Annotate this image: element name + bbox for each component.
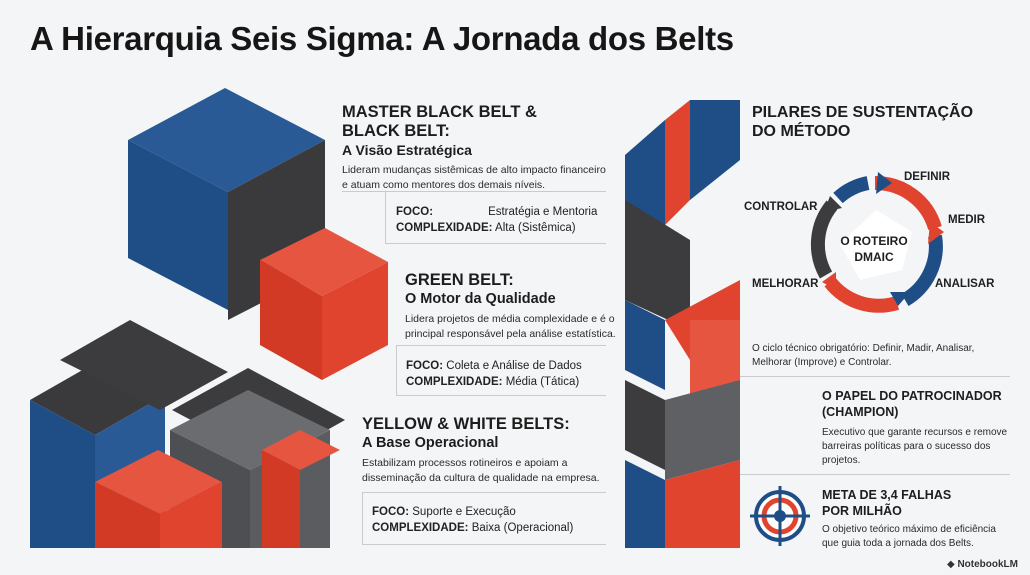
belt-description: Lideram mudanças sistêmicas de alto impa… [342, 164, 606, 191]
black-belt-block [128, 88, 325, 320]
belt-title: GREEN BELT: [405, 271, 514, 289]
champion-section: O PAPEL DO PATROCINADOR (CHAMPION) Execu… [822, 388, 1022, 468]
belt-description: Lidera projetos de média complexidade e … [405, 313, 616, 340]
belt-section-yellow-white: YELLOW & WHITE BELTS: A Base Operacional… [362, 415, 612, 486]
dmaic-step-analyze: ANALISAR [935, 278, 995, 290]
belt-section-green: GREEN BELT: O Motor da Qualidade Lidera … [405, 271, 620, 342]
belt-focus-row: FOCO: Coleta e Análise de Dados [406, 360, 582, 372]
target-icon [750, 486, 810, 546]
belt-complexity-row: COMPLEXIDADE: Baixa (Operacional) [372, 522, 574, 534]
dmaic-cycle-icon [810, 172, 944, 313]
dmaic-step-control: CONTROLAR [744, 201, 818, 213]
green-belt-block [260, 228, 388, 380]
page-title: A Hierarquia Seis Sigma: A Jornada dos B… [30, 20, 734, 57]
goal-title: META DE 3,4 FALHAS POR MILHÃO [822, 488, 952, 518]
champion-title: O PAPEL DO PATROCINADOR (CHAMPION) [822, 389, 1002, 419]
dmaic-step-improve: MELHORAR [752, 278, 819, 290]
belt-subtitle: A Visão Estratégica [342, 142, 472, 158]
notebook-icon: ◆ [946, 559, 955, 570]
pillars-title: PILARES DE SUSTENTAÇÃO DO MÉTODO [752, 104, 974, 140]
belt-subtitle: O Motor da Qualidade [405, 291, 556, 307]
goal-section: META DE 3,4 FALHAS POR MILHÃO O objetivo… [822, 487, 1022, 551]
belt-description: Estabilizam processos rotineiros e apoia… [362, 457, 600, 484]
pillar-column-illustration [625, 100, 740, 548]
dmaic-description: O ciclo técnico obrigatório: Definir, Ma… [752, 343, 975, 368]
belt-title: YELLOW & WHITE BELTS: [362, 415, 570, 433]
dmaic-step-define: DEFINIR [904, 171, 950, 183]
belt-focus-row: FOCO: Suporte e Execução [372, 506, 516, 518]
champion-description: Executivo que garante recursos e remove … [822, 427, 1008, 466]
white-belt-block [95, 430, 340, 548]
belt-subtitle: A Base Operacional [362, 435, 499, 451]
watermark: ◆ NotebookLM [946, 559, 1018, 570]
dmaic-center-label: O ROTEIRO DMAIC [840, 234, 908, 264]
goal-description: O objetivo teórico máximo de eficiência … [822, 524, 996, 549]
belt-section-master-black: MASTER BLACK BELT & BLACK BELT: A Visão … [342, 103, 612, 193]
dmaic-step-measure: MEDIR [948, 214, 986, 226]
belt-title: MASTER BLACK BELT & BLACK BELT: [342, 103, 537, 140]
belt-complexity-row: COMPLEXIDADE: Alta (Sistêmica) [396, 222, 576, 234]
belt-focus-row: FOCO:Estratégia e Mentoria [396, 206, 598, 218]
belt-complexity-row: COMPLEXIDADE: Média (Tática) [406, 376, 580, 388]
